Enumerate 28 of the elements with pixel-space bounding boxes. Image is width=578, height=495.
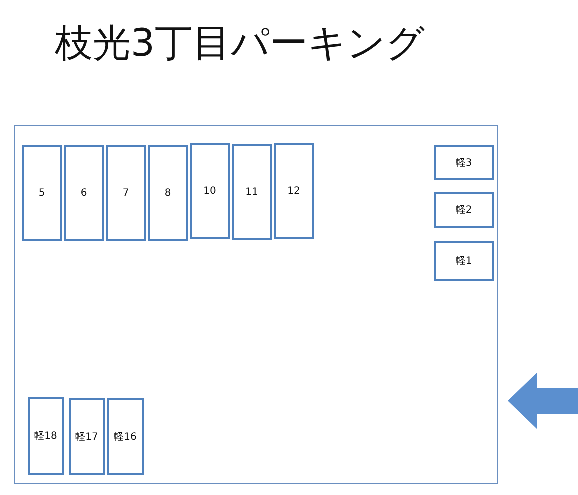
parking-space [434,192,494,228]
space-number: 軽2 [456,204,472,217]
space-number: 7 [122,188,130,198]
parking-space [232,144,272,240]
space-number: 軽17 [76,430,98,444]
space-number: 12 [288,186,300,196]
parking-space [274,143,314,239]
title: 枝光3丁目パーキング [54,20,426,67]
space-number: 軽3 [456,156,472,170]
space-number: 11 [246,186,258,198]
space-number: 軽18 [34,430,58,443]
parking-space [22,145,62,241]
parking-space [190,143,230,239]
parking-lot-outline [14,125,498,484]
space-number: 軽16 [114,430,137,444]
space-number: 軽1 [456,255,472,268]
parking-space [434,145,494,180]
space-number: 5 [38,188,46,198]
parking-space [148,145,188,241]
parking-space [434,241,494,281]
space-number: 10 [204,186,216,196]
space-number: 6 [80,188,88,198]
parking-space [107,398,144,475]
parking-space [28,397,64,475]
parking-space [106,145,146,241]
parking-space [69,398,105,475]
parking-space [64,145,104,241]
space-number: 8 [164,188,172,198]
